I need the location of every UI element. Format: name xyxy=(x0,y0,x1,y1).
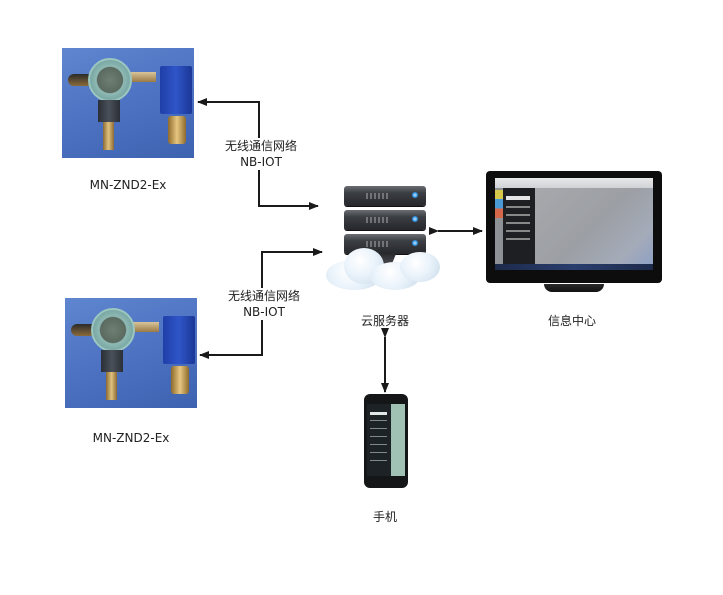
link-top-label-line2: NB-IOT xyxy=(240,155,282,169)
link-bottom-line xyxy=(261,248,323,290)
smartphone-icon xyxy=(364,394,408,488)
led-icon xyxy=(412,192,418,198)
monitor-stand xyxy=(544,284,604,292)
nb-iot-module xyxy=(163,316,195,364)
monitor-screen xyxy=(495,178,653,270)
mobile-label: 手机 xyxy=(372,510,397,524)
led-icon xyxy=(412,216,418,222)
monitor-icon xyxy=(486,171,662,283)
valve-icon xyxy=(171,366,189,394)
device-neck xyxy=(98,100,120,122)
phone-screen xyxy=(367,404,405,476)
link-bottom-line-2 xyxy=(199,318,263,359)
device-bottom-label: MN-ZND2-Ex xyxy=(92,431,170,445)
pipe-icon xyxy=(122,72,156,82)
device-stem xyxy=(103,122,114,150)
device-bottom-photo xyxy=(65,298,197,408)
led-icon xyxy=(412,240,418,246)
link-top-line-2 xyxy=(258,170,319,210)
info-center-label: 信息中心 xyxy=(547,314,596,328)
link-bottom-label-line1: 无线通信网络 xyxy=(227,289,300,303)
device-top-photo xyxy=(62,48,194,158)
gauge-head-icon xyxy=(91,308,135,352)
valve-icon xyxy=(168,116,186,144)
link-top-line xyxy=(197,98,260,150)
device-top-label: MN-ZND2-Ex xyxy=(89,178,167,192)
link-top-label: 无线通信网络 NB-IOT xyxy=(216,138,306,170)
map-view xyxy=(535,188,653,266)
link-bottom-label-line2: NB-IOT xyxy=(243,305,285,319)
cloud-server-label: 云服务器 xyxy=(360,314,409,328)
device-neck xyxy=(101,350,123,372)
pipe-icon xyxy=(125,322,159,332)
device-stem xyxy=(106,372,117,400)
link-bottom-label: 无线通信网络 NB-IOT xyxy=(219,288,309,320)
nb-iot-module xyxy=(160,66,192,114)
gauge-head-icon xyxy=(88,58,132,102)
cloud-icon xyxy=(326,248,442,292)
pipe-icon xyxy=(68,74,94,86)
pipe-icon xyxy=(71,324,97,336)
link-top-label-line1: 无线通信网络 xyxy=(224,139,297,153)
